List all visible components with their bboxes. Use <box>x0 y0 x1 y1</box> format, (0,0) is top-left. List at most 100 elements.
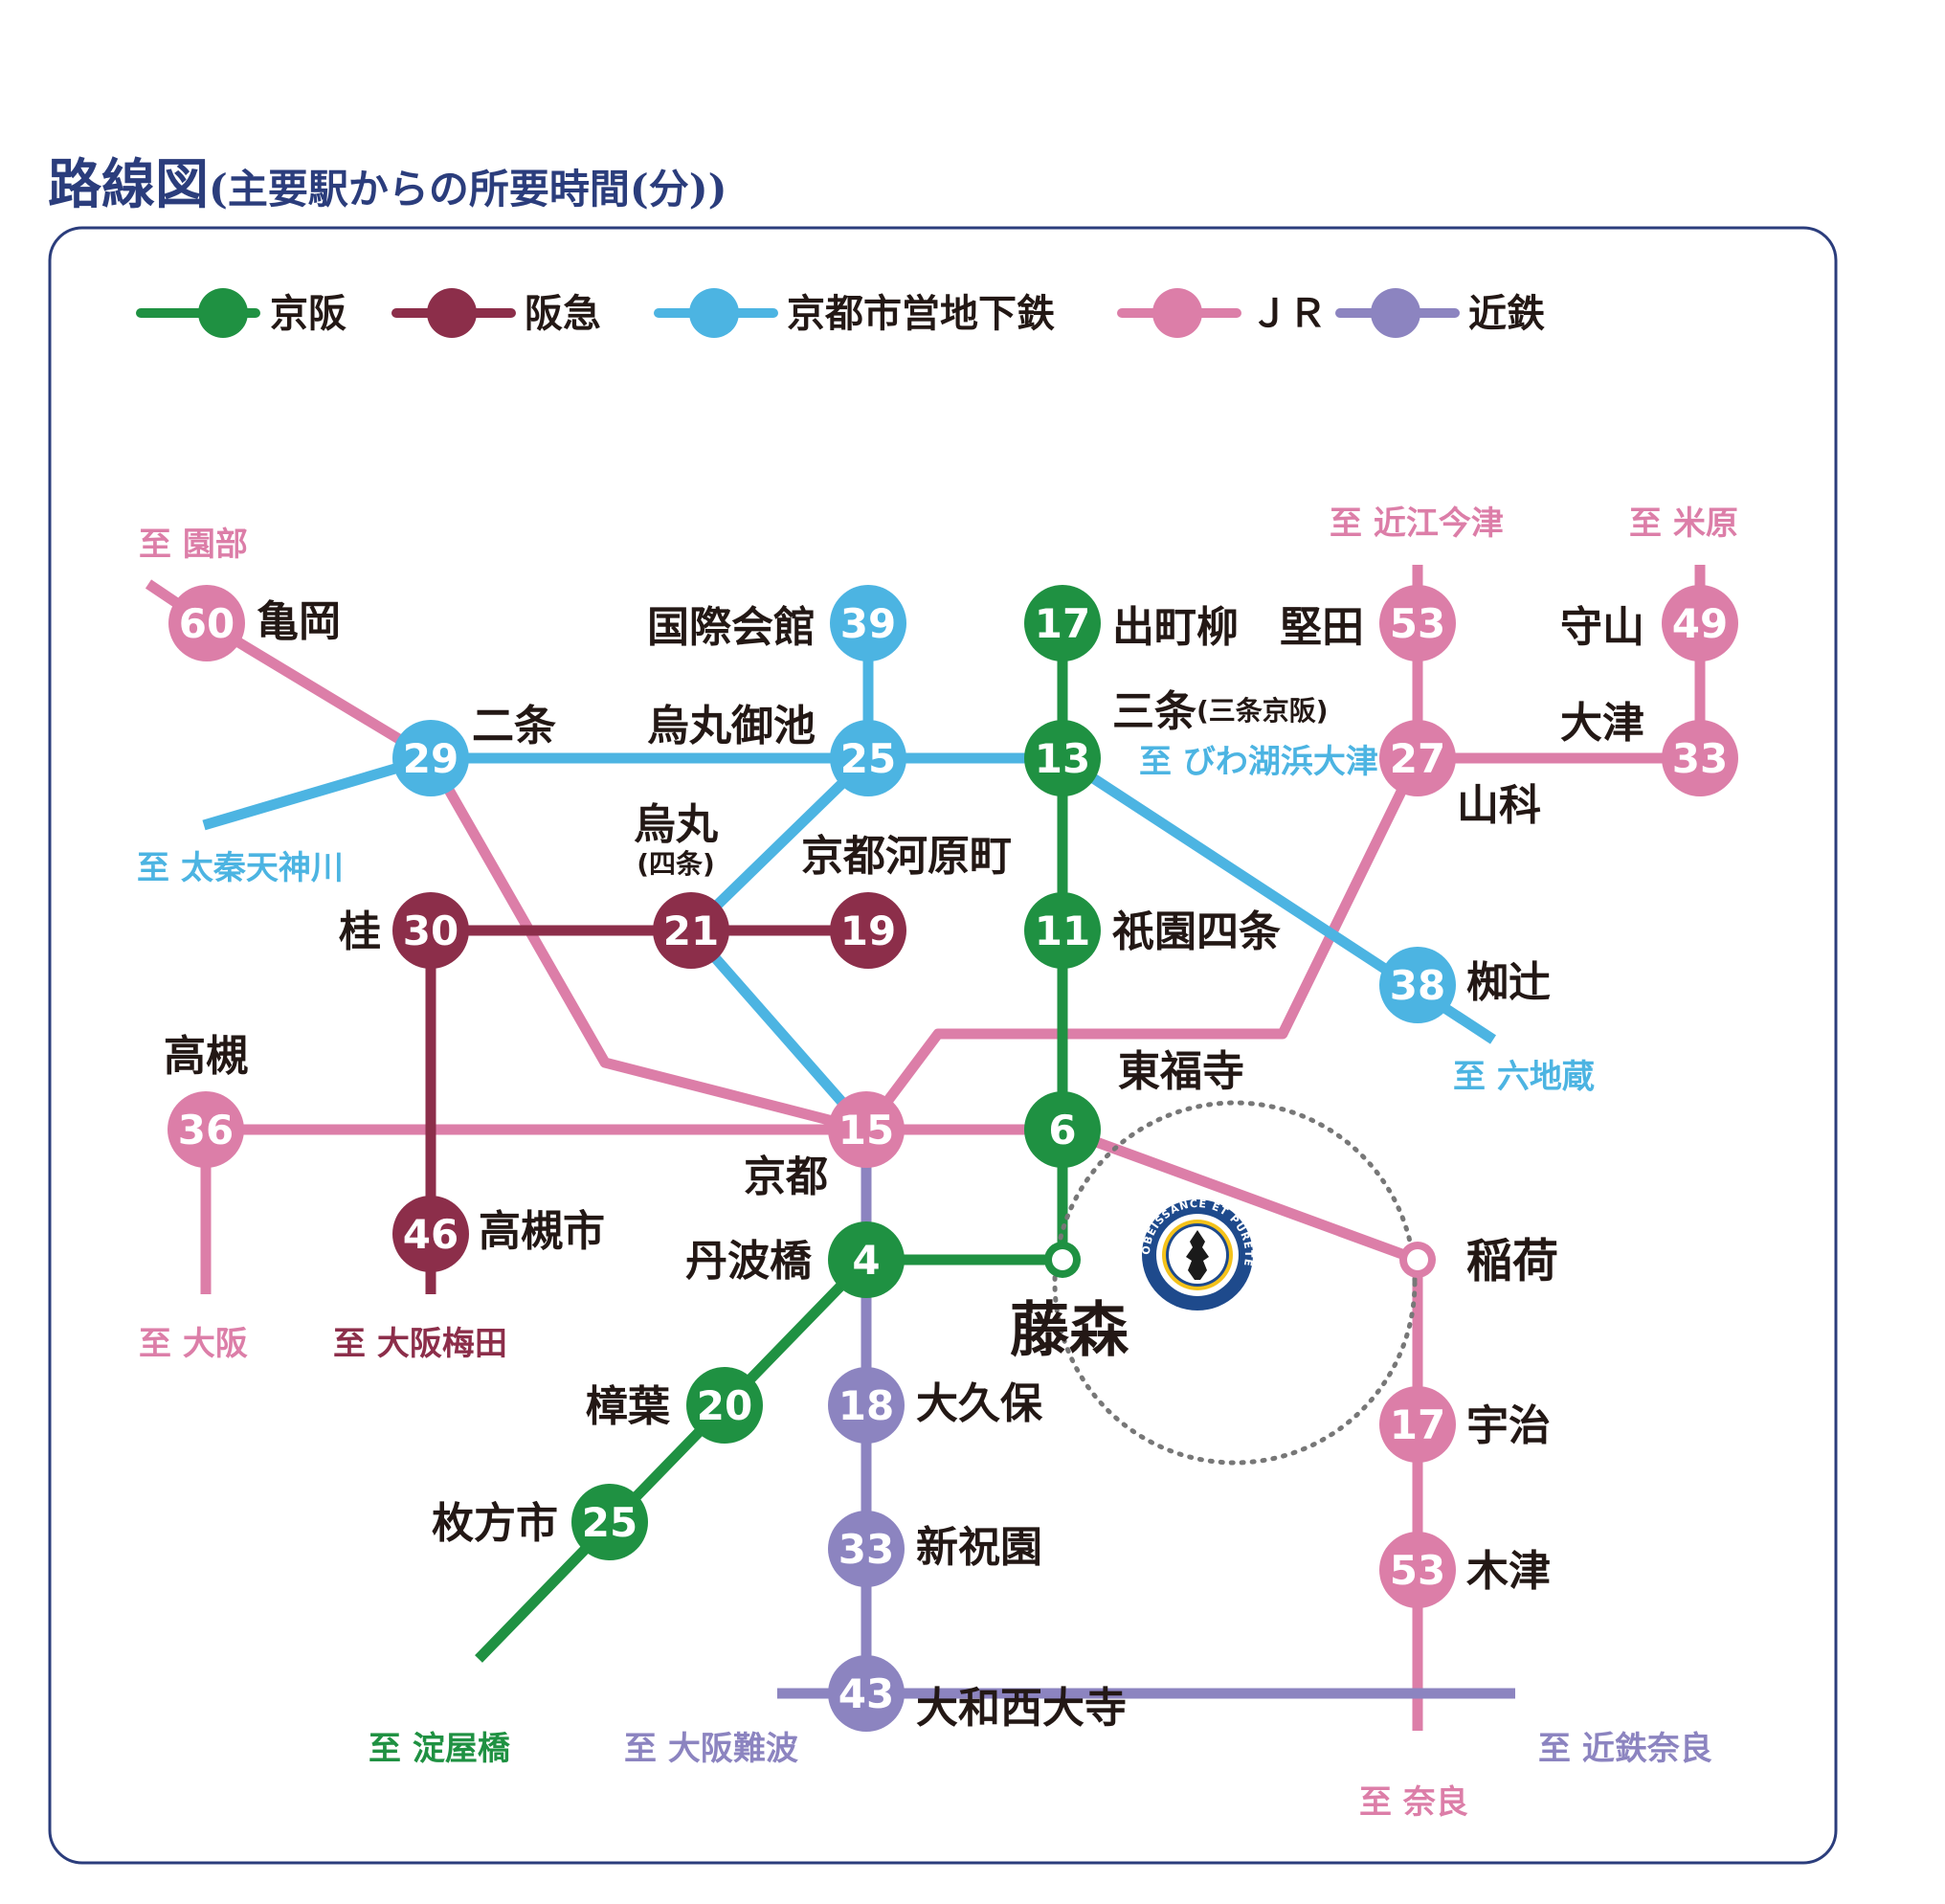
station-marker-東福寺 <box>1024 1091 1101 1168</box>
route-subway-segment <box>685 623 874 1133</box>
station-name: 東福寺 <box>1118 1047 1244 1096</box>
station-name: 祇園四条 <box>1112 907 1281 956</box>
station-name: 宇治 <box>1466 1401 1551 1450</box>
destination-label: 至 淀屋橋 <box>369 1730 510 1768</box>
station-minutes: 39 <box>840 600 896 647</box>
station-marker-祇園四条 <box>1024 892 1101 969</box>
station-marker-出町柳 <box>1024 585 1101 661</box>
station-marker-大久保 <box>828 1367 905 1444</box>
station-name: 高槻市 <box>479 1207 605 1256</box>
station-marker-大津 <box>1662 720 1738 796</box>
destination-label: 至 奈良 <box>1359 1783 1468 1822</box>
legend-label-keihan: 京阪 <box>270 292 347 336</box>
destination-labels: 至 園部至 近江今津至 米原至 太秦天神川至 びわ湖浜大津至 六地蔵至 大阪至 … <box>137 504 1738 1822</box>
station-name: 高槻 <box>164 1032 248 1081</box>
station-marker-二条 <box>392 720 469 796</box>
station-name: 三条 <box>1112 687 1196 736</box>
route-keihan-segment <box>475 623 1068 1663</box>
station-minutes: 46 <box>403 1211 458 1258</box>
station-name: 烏丸御池 <box>647 702 816 750</box>
fujinomori-area-circle <box>1052 1100 1418 1466</box>
station-minutes: 36 <box>178 1107 234 1154</box>
station-marker-高槻 <box>168 1091 244 1168</box>
station-minutes: 17 <box>1390 1401 1445 1448</box>
station-name: 国際会館 <box>647 603 816 652</box>
station-minutes: 33 <box>838 1526 894 1573</box>
school-emblem-icon: OBEISSANCE ET PURETE <box>1140 1198 1254 1310</box>
station-minutes: 60 <box>179 600 235 647</box>
station-minutes: 6 <box>1048 1107 1076 1154</box>
station-minutes: 15 <box>838 1107 894 1154</box>
station-minutes: 21 <box>663 907 719 954</box>
station-name: 山科 <box>1457 781 1541 830</box>
destination-label: 至 六地蔵 <box>1453 1058 1595 1096</box>
station-marker-三条 <box>1024 720 1101 796</box>
destination-label: 至 大阪梅田 <box>333 1325 507 1363</box>
station-minutes: 53 <box>1390 1547 1445 1594</box>
legend-label-kintetsu: 近鉄 <box>1468 292 1545 336</box>
destination-label: 至 米原 <box>1629 504 1738 543</box>
station-marker-丹波橋 <box>828 1221 905 1298</box>
station-minutes: 19 <box>840 907 896 954</box>
legend-dot-kintetsu <box>1371 288 1420 338</box>
station-name: 大津 <box>1560 699 1644 748</box>
station-marker-烏丸 <box>653 892 729 969</box>
station-name: 京都河原町 <box>801 832 1012 881</box>
station-marker-高槻市 <box>392 1196 469 1272</box>
destination-label: 至 大阪 <box>139 1325 248 1363</box>
route-jr-segment <box>866 1124 1423 1731</box>
station-marker-亀岡 <box>168 585 245 661</box>
station-marker-京都河原町 <box>830 892 906 969</box>
station-minutes: 25 <box>582 1499 637 1546</box>
station-labels: 亀岡二条国際会館烏丸御池出町柳三条(三条京阪)堅田山科守山大津桂烏丸(四条)京都… <box>164 597 1644 1733</box>
station-minutes: 18 <box>838 1382 894 1429</box>
legend-label-hankyu: 阪急 <box>525 292 601 336</box>
station-minutes: 11 <box>1035 907 1090 954</box>
station-minutes: 13 <box>1035 735 1090 782</box>
station-marker-新祝園 <box>828 1511 905 1587</box>
station-minutes: 33 <box>1672 735 1728 782</box>
station-minutes: 38 <box>1390 962 1445 1009</box>
station-minutes: 53 <box>1390 600 1445 647</box>
station-name: 烏丸 <box>634 800 718 849</box>
route-subway-segment <box>202 752 1497 1044</box>
station-marker-宇治 <box>1379 1386 1456 1463</box>
station-name: 樟葉 <box>586 1382 671 1431</box>
station-name: 守山 <box>1560 603 1644 652</box>
station-minutes: 27 <box>1390 735 1445 782</box>
station-minutes: 20 <box>697 1382 752 1429</box>
station-name: 新祝園 <box>916 1523 1042 1572</box>
station-marker-inner <box>1407 1249 1428 1270</box>
station-name: 藤森 <box>1010 1294 1129 1364</box>
station-minutes: 30 <box>403 907 458 954</box>
station-marker-守山 <box>1662 585 1738 661</box>
station-name: 大久保 <box>916 1379 1043 1428</box>
destination-label: 至 園部 <box>139 526 248 564</box>
destination-label: 至 近鉄奈良 <box>1538 1730 1712 1768</box>
station-minutes: 4 <box>852 1237 880 1284</box>
map-frame <box>48 226 1838 1865</box>
station-name: 亀岡 <box>257 597 341 646</box>
station-marker-椥辻 <box>1379 947 1456 1023</box>
station-marker-堅田 <box>1379 585 1456 661</box>
station-name: 堅田 <box>1280 603 1364 652</box>
destination-label: 至 びわ湖浜大津 <box>1139 743 1378 781</box>
station-marker-京都 <box>828 1091 905 1168</box>
station-name: 木津 <box>1466 1547 1551 1596</box>
station-marker-樟葉 <box>686 1367 763 1444</box>
station-name: 大和西大寺 <box>916 1684 1127 1733</box>
station-marker-木津 <box>1379 1532 1456 1608</box>
station-name: 枚方市 <box>432 1499 558 1548</box>
destination-label: 至 近江今津 <box>1330 504 1504 543</box>
legend-dot-hankyu <box>427 288 477 338</box>
station-minutes: 49 <box>1672 600 1728 647</box>
station-minutes: 17 <box>1035 600 1090 647</box>
station-name: 丹波橋 <box>685 1237 812 1286</box>
station-name: 二条 <box>472 702 556 750</box>
title-main: 路線図 <box>48 153 209 216</box>
title-subtitle: (主要駅からの所要時間(分)) <box>209 166 727 213</box>
station-marker-大和西大寺 <box>828 1655 905 1732</box>
